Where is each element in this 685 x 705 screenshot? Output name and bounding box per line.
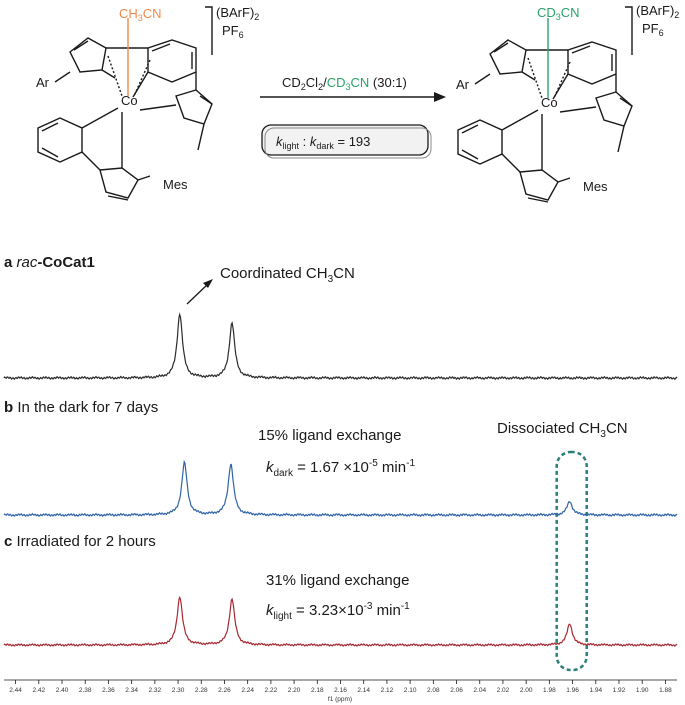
x-tick-label: 1.88 bbox=[659, 687, 672, 694]
x-tick-label: 2.12 bbox=[381, 687, 394, 694]
x-tick-label: 2.18 bbox=[311, 687, 324, 694]
x-tick-label: 2.04 bbox=[473, 687, 486, 694]
panel-c-title: c Irradiated for 2 hours bbox=[4, 533, 156, 550]
panel-c-exchange: 31% ligand exchange bbox=[266, 572, 409, 589]
ratio-box bbox=[261, 124, 429, 156]
reaction-arrowhead bbox=[434, 92, 446, 102]
x-tick-label: 2.02 bbox=[497, 687, 510, 694]
coordinated-arrowhead bbox=[203, 279, 213, 288]
reaction-scheme: Co Ar Mes CH3CN (BArF)2 PF6 CD2Cl2/CD3CN… bbox=[36, 3, 679, 203]
x-tick-label: 2.10 bbox=[404, 687, 417, 694]
ratio-box-shadow bbox=[264, 127, 432, 159]
x-tick-label: 2.34 bbox=[125, 687, 138, 694]
panel-b-rate: kdark = 1.67 ×10-5 min-1 bbox=[266, 458, 415, 479]
right-complex bbox=[457, 6, 633, 203]
x-tick-label: 2.42 bbox=[32, 687, 45, 694]
counterion-right-1: (BArF)2 bbox=[636, 3, 679, 20]
x-tick-label: 1.94 bbox=[589, 687, 602, 694]
dissociated-highlight-box bbox=[555, 450, 588, 672]
x-tick-label: 2.16 bbox=[334, 687, 347, 694]
spectrum-a bbox=[3, 312, 678, 381]
ratio-text: klight : kdark = 193 bbox=[276, 134, 370, 151]
x-tick-label: 2.20 bbox=[288, 687, 301, 694]
nmr-chart: a rac-CoCat1 b In the dark for 7 days c … bbox=[3, 254, 678, 703]
aryl-label-right: Ar bbox=[456, 77, 470, 92]
x-tick-label: 2.26 bbox=[218, 687, 231, 694]
x-tick-label: 2.38 bbox=[79, 687, 92, 694]
x-tick-label: 1.98 bbox=[543, 687, 556, 694]
x-tick-label: 2.06 bbox=[450, 687, 463, 694]
aryl-label: Ar bbox=[36, 75, 50, 90]
ch3cn-label: CH3CN bbox=[119, 6, 162, 23]
spectrum-b bbox=[3, 459, 678, 518]
cd3cn-label: CD3CN bbox=[537, 5, 580, 22]
x-axis-ticks: 2.44 2.42 2.40 2.38 2.36 2.34 2.32 2.30 2.28 2.26… bbox=[9, 680, 672, 694]
x-tick-label: 2.00 bbox=[520, 687, 533, 694]
panel-b-exchange: 15% ligand exchange bbox=[258, 427, 401, 444]
dissociated-label: Dissociated CH3CN bbox=[497, 420, 628, 440]
x-tick-label: 2.40 bbox=[56, 687, 69, 694]
panel-b-title: b In the dark for 7 days bbox=[4, 399, 158, 416]
x-axis-label: f1 (ppm) bbox=[328, 696, 352, 703]
spectra-traces bbox=[3, 312, 678, 647]
x-tick-label: 2.30 bbox=[172, 687, 185, 694]
panel-c-rate: klight = 3.23×10-3 min-1 bbox=[266, 601, 410, 622]
conditions-text: CD2Cl2/CD3CN (30:1) bbox=[282, 75, 407, 92]
spectrum-c bbox=[3, 595, 678, 647]
x-tick-label: 2.24 bbox=[241, 687, 254, 694]
x-tick-label: 2.08 bbox=[427, 687, 440, 694]
x-tick-label: 2.32 bbox=[149, 687, 162, 694]
x-tick-label: 2.22 bbox=[265, 687, 278, 694]
counterion-left-2: PF6 bbox=[222, 23, 244, 40]
x-tick-label: 2.28 bbox=[195, 687, 208, 694]
left-complex bbox=[37, 6, 213, 201]
x-tick-label: 1.92 bbox=[613, 687, 626, 694]
metal-label-right: Co bbox=[541, 95, 558, 110]
panel-a-title: a rac-CoCat1 bbox=[4, 254, 95, 271]
x-tick-label: 1.90 bbox=[636, 687, 649, 694]
x-tick-label: 2.36 bbox=[102, 687, 115, 694]
x-tick-label: 2.14 bbox=[357, 687, 370, 694]
metal-label-left: Co bbox=[121, 93, 138, 108]
coordinated-label: Coordinated CH3CN bbox=[220, 265, 355, 285]
x-tick-label: 2.44 bbox=[9, 687, 22, 694]
mes-label-left: Mes bbox=[163, 177, 188, 192]
counterion-right-2: PF6 bbox=[642, 21, 664, 38]
x-tick-label: 1.96 bbox=[566, 687, 579, 694]
mes-label-right: Mes bbox=[583, 179, 608, 194]
counterion-left-1: (BArF)2 bbox=[216, 5, 259, 22]
coordinated-arrow bbox=[186, 283, 209, 305]
